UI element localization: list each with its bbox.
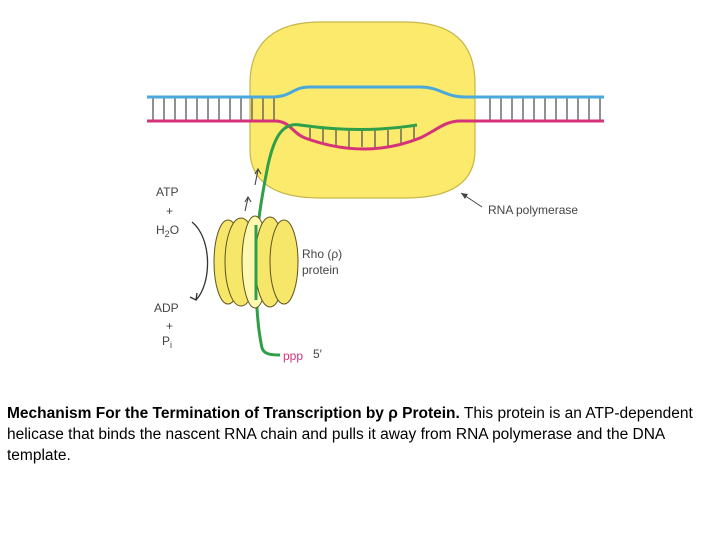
adp-label: ADP [154,301,179,315]
plus-label-bottom: + [166,319,173,333]
rho-label-line1: Rho (ρ) [302,247,342,261]
atp-hydrolysis-arrowhead [190,293,197,300]
dna-rungs-right [490,98,600,120]
caption-title: Mechanism For the Termination of Transcr… [7,405,460,422]
h2o-label: H2O [156,223,179,239]
five-prime-label: 5′ [313,347,323,361]
rho-label-line2: protein [302,263,339,277]
polymerase-pointer-head [461,193,468,199]
atp-hydrolysis-arrow [192,222,208,300]
figure-caption: Mechanism For the Termination of Transcr… [7,403,713,466]
plus-label-top: + [166,204,173,218]
rna-polymerase-label: RNA polymerase [488,203,578,217]
ppp-label: ppp [283,349,303,363]
pi-label: Pi [162,334,172,350]
transcription-termination-diagram: ATP + H2O ADP + Pi RNA polymerase Rho (ρ… [0,0,720,400]
atp-label: ATP [156,185,178,199]
rna-polymerase-body [250,22,475,198]
